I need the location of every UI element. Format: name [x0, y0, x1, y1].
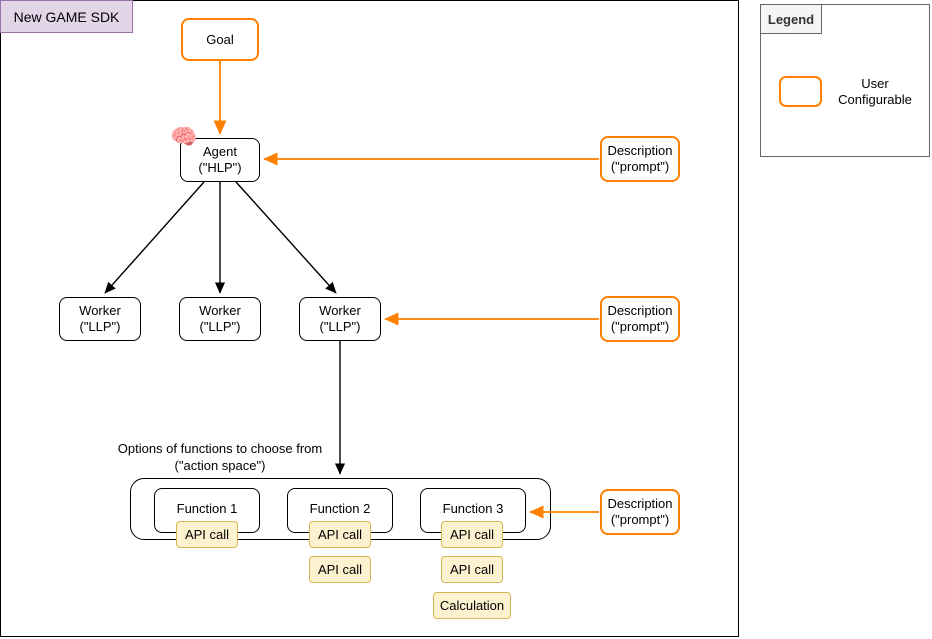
description-node-agent[interactable]: Description ("prompt")	[600, 136, 680, 182]
description-label-line2: ("prompt")	[610, 319, 670, 334]
function-label: Function 2	[309, 501, 371, 516]
worker-node-3[interactable]: Worker ("LLP")	[299, 297, 381, 341]
legend-entry-label: User Configurable	[830, 76, 920, 108]
diagram-title-tab: New GAME SDK	[0, 0, 133, 33]
agent-label-line2: ("HLP")	[198, 160, 242, 175]
description-label-line2: ("prompt")	[610, 512, 670, 527]
api-call-chip-label: API call	[184, 527, 230, 542]
action-space-caption-line1: Options of functions to choose from	[117, 441, 323, 456]
worker-label-line1: Worker	[199, 303, 241, 318]
legend-title: Legend	[760, 4, 822, 34]
api-call-chip-label: API call	[317, 527, 363, 542]
goal-label: Goal	[206, 31, 234, 47]
api-call-chip[interactable]: API call	[441, 521, 503, 548]
function-label: Function 1	[176, 501, 238, 516]
agent-label-line1: Agent	[203, 144, 237, 159]
action-space-caption-line2: ("action space")	[174, 458, 266, 473]
description-label-line2: ("prompt")	[610, 159, 670, 174]
description-label-line1: Description	[607, 143, 673, 158]
worker-label-line1: Worker	[319, 303, 361, 318]
description-node-worker[interactable]: Description ("prompt")	[600, 296, 680, 342]
legend-title-label: Legend	[767, 11, 815, 27]
api-call-chip[interactable]: API call	[176, 521, 238, 548]
legend-swatch-user-configurable	[779, 76, 822, 107]
goal-node[interactable]: Goal	[181, 18, 259, 61]
function-node-3[interactable]: Function 3	[420, 488, 526, 533]
description-label-line1: Description	[607, 303, 673, 318]
calculation-chip-label: Calculation	[439, 598, 505, 613]
description-node-function[interactable]: Description ("prompt")	[600, 489, 680, 535]
worker-node-1[interactable]: Worker ("LLP")	[59, 297, 141, 341]
agent-node[interactable]: Agent ("HLP")	[180, 138, 260, 182]
action-space-caption: Options of functions to choose from ("ac…	[100, 440, 340, 474]
worker-node-2[interactable]: Worker ("LLP")	[179, 297, 261, 341]
worker-label-line1: Worker	[79, 303, 121, 318]
worker-label-line2: ("LLP")	[319, 319, 361, 334]
description-label-line1: Description	[607, 496, 673, 511]
worker-label-line2: ("LLP")	[79, 319, 121, 334]
api-call-chip[interactable]: API call	[309, 521, 371, 548]
api-call-chip-label: API call	[449, 527, 495, 542]
legend-entry-line1: User	[861, 76, 889, 91]
function-label: Function 3	[442, 501, 504, 516]
calculation-chip[interactable]: Calculation	[433, 592, 511, 619]
legend-entry-line2: Configurable	[838, 92, 912, 107]
diagram-title-label: New GAME SDK	[13, 8, 120, 25]
api-call-chip-label: API call	[449, 562, 495, 577]
worker-label-line2: ("LLP")	[199, 319, 241, 334]
api-call-chip[interactable]: API call	[309, 556, 371, 583]
api-call-chip[interactable]: API call	[441, 556, 503, 583]
brain-icon: 🧠	[170, 124, 198, 149]
api-call-chip-label: API call	[317, 562, 363, 577]
